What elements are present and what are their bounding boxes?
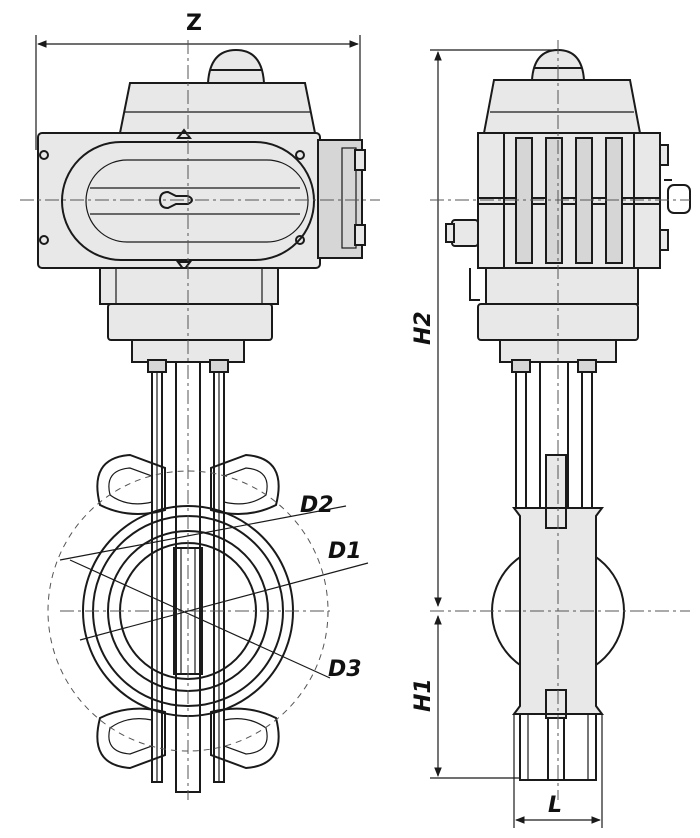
dimension-d2: D2 — [59, 493, 347, 561]
nut-icon — [209, 359, 229, 373]
keyhole-icon — [158, 190, 193, 210]
bolt — [581, 371, 593, 509]
label-d3: D3 — [328, 657, 362, 682]
actuator-top-housing — [118, 82, 317, 134]
valve-lug — [96, 707, 166, 770]
dimension-l: L — [513, 714, 603, 828]
nut-icon — [577, 359, 597, 373]
dimension-h1: H1 — [411, 615, 520, 779]
screw-icon — [295, 150, 305, 160]
mounting-bracket — [99, 267, 279, 305]
front-view: Z — [20, 11, 380, 800]
label-h1: H1 — [411, 678, 436, 712]
cable-gland-icon — [451, 219, 479, 247]
label-z: Z — [186, 11, 202, 36]
handwheel-knob — [667, 184, 691, 214]
label-h2: H2 — [411, 311, 436, 345]
label-l: L — [548, 793, 562, 818]
nut-icon — [147, 359, 167, 373]
screw-icon — [39, 150, 49, 160]
dimension-z: Z — [35, 11, 361, 150]
screw-icon — [295, 235, 305, 245]
valve-lug — [210, 453, 280, 515]
nut-icon — [511, 359, 531, 373]
dimension-d3: D3 — [69, 559, 362, 682]
dimension-d1: D1 — [79, 539, 369, 641]
actuator-indicator-dome — [206, 48, 266, 84]
bolt — [515, 371, 527, 509]
label-d1: D1 — [328, 539, 362, 564]
actuator-top-housing — [482, 79, 642, 134]
valve-lug — [96, 453, 166, 515]
dimension-h2: H2 — [411, 49, 560, 607]
mounting-bracket — [485, 267, 639, 305]
screw-icon — [39, 235, 49, 245]
valve-lug — [210, 707, 280, 770]
label-d2: D2 — [300, 493, 334, 518]
side-view: H2 H1 — [411, 40, 691, 828]
coupling-flange — [107, 303, 273, 341]
